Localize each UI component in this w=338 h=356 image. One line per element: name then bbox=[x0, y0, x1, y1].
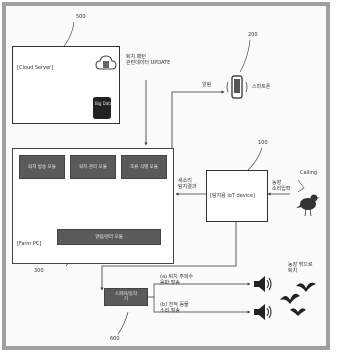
detection-result-label: 새소리 탐지결과 bbox=[178, 178, 196, 190]
alarm-module-label: 알람/관리 모듈 bbox=[95, 234, 123, 240]
farm-pc-label: [Farm PC] bbox=[17, 241, 41, 247]
cloud-ref-number: 500 bbox=[76, 14, 86, 20]
phone-ref-number: 200 bbox=[248, 32, 258, 38]
speaker-label: 스피커/동작 기 bbox=[115, 292, 137, 302]
cloud-icon bbox=[95, 53, 117, 73]
notify-label: 알림 bbox=[202, 82, 211, 88]
speaker-a-icon bbox=[252, 274, 274, 294]
broadcast-module: 퇴치 방송 모듈 bbox=[19, 155, 65, 179]
smartphone-icon bbox=[226, 74, 248, 104]
bird-icon bbox=[294, 178, 320, 218]
iot-ref-number: 100 bbox=[258, 140, 268, 146]
cloud-server-label: [Cloud Server] bbox=[17, 65, 53, 71]
alarm-module: 알람/관리 모듈 bbox=[57, 229, 161, 245]
db-label: Big Data bbox=[95, 101, 112, 106]
broadcast-module-label: 퇴치 방송 모듈 bbox=[28, 164, 56, 170]
bird-id-module: 조류 식별 모듈 bbox=[121, 155, 167, 179]
bird-id-module-label: 조류 식별 모듈 bbox=[130, 164, 158, 170]
repel-result-label: 농장 밖으로 퇴치 bbox=[288, 262, 313, 274]
cloud-server-box: [Cloud Server] Big Data bbox=[12, 46, 120, 124]
flying-birds-icon bbox=[276, 278, 320, 318]
farm-pc-box: 퇴치 방송 모듈 퇴치 관리 모듈 조류 식별 모듈 [Farm PC] 알람/… bbox=[12, 148, 174, 264]
manage-module: 퇴치 관리 모듈 bbox=[70, 155, 116, 179]
speaker-b-icon bbox=[252, 302, 274, 322]
calling-label: Calling bbox=[300, 170, 317, 176]
farm-sound-input-label: 농장 소리입력 bbox=[272, 180, 290, 192]
iot-device-label: [탐지용 IoT device] bbox=[210, 193, 255, 199]
action-b-label: (b) 천적 동물 소리 발송 bbox=[160, 302, 189, 314]
iot-device-box: [탐지용 IoT device] bbox=[206, 170, 268, 222]
smartphone-label: 스마트폰 bbox=[252, 84, 270, 90]
big-data-db-icon: Big Data bbox=[93, 97, 111, 119]
manage-module-label: 퇴치 관리 모듈 bbox=[79, 164, 107, 170]
speaker-box: 스피커/동작 기 bbox=[104, 288, 148, 306]
speaker-ref-number: 600 bbox=[110, 336, 120, 342]
action-a-label: (a) 퇴치 주파수 음파 발송 bbox=[160, 274, 193, 286]
update-text: 퇴치 패턴 관련데이터 UPDATE bbox=[126, 54, 170, 66]
farm-pc-ref-number: 300 bbox=[34, 268, 44, 274]
